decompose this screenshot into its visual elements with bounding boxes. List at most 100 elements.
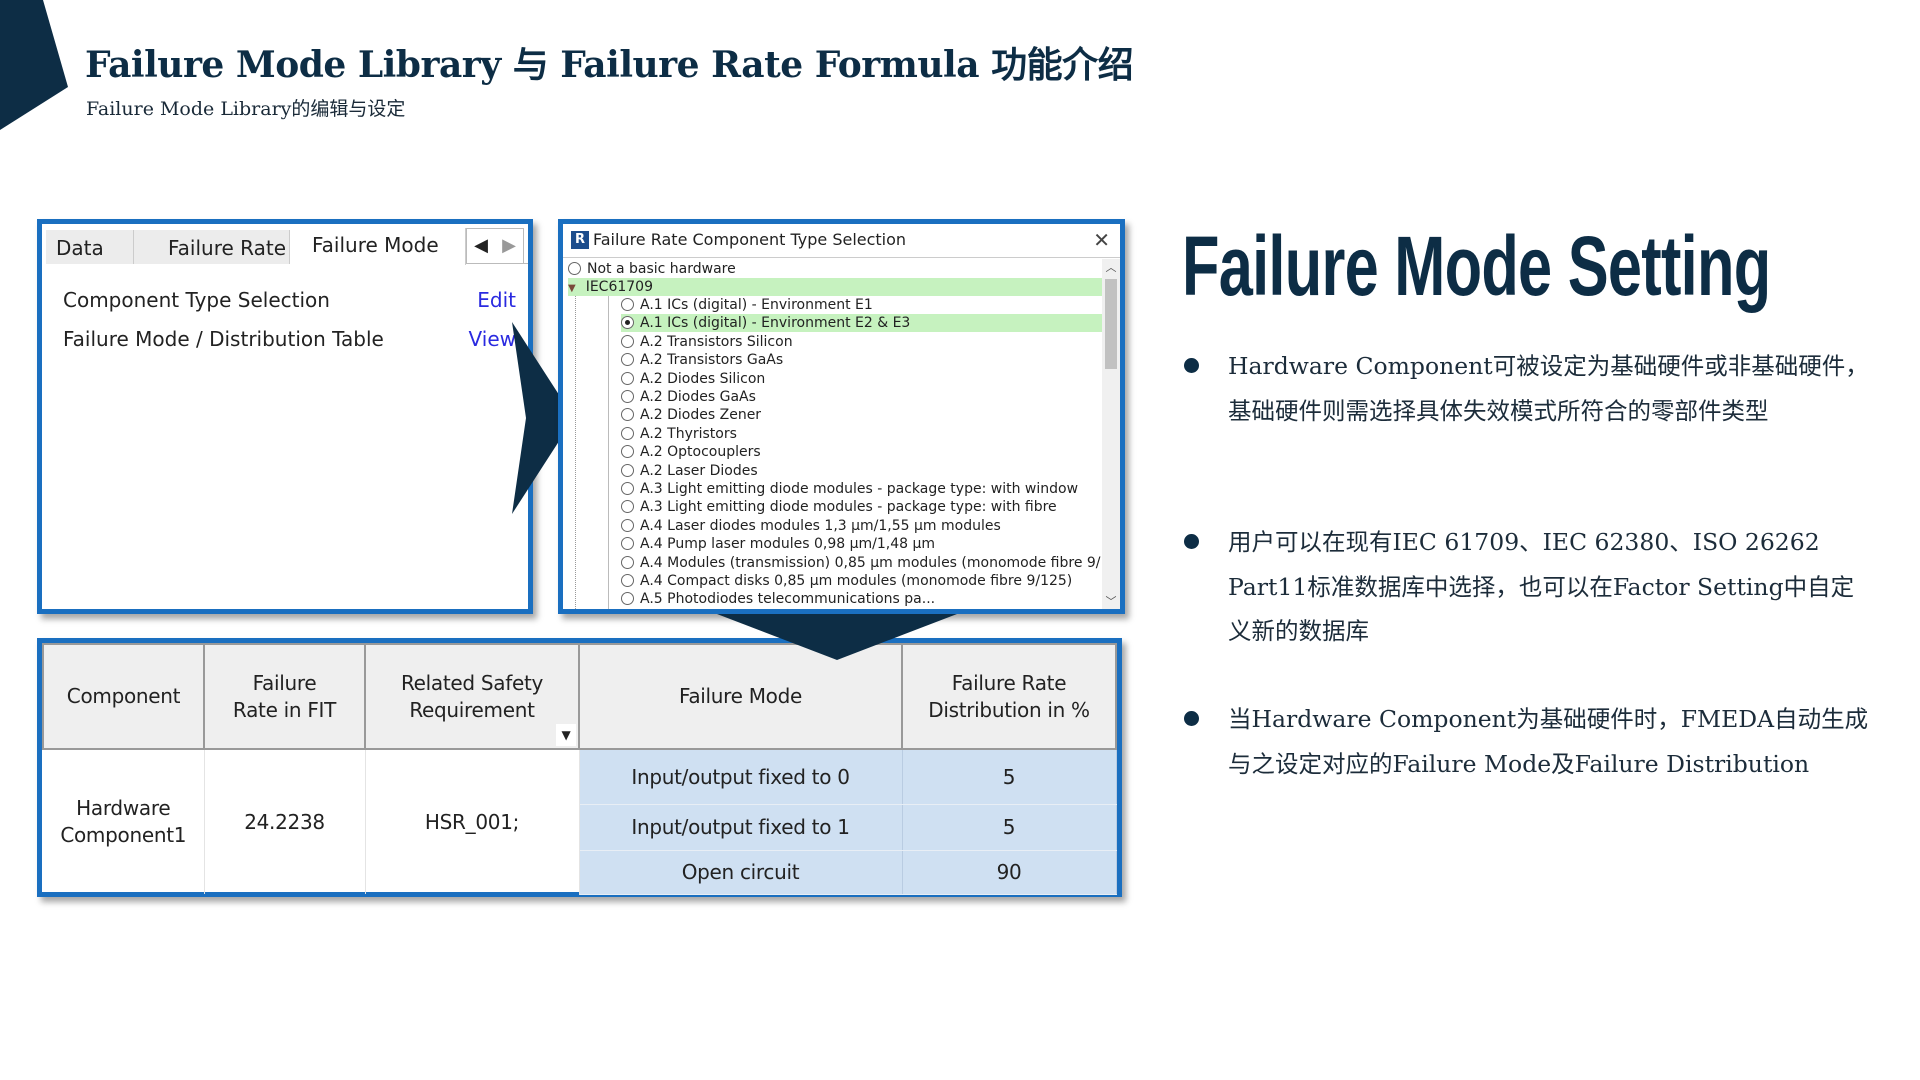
radio-icon[interactable] <box>621 371 634 385</box>
tree-item-label: A.4 Laser diodes modules 1,3 µm/1,55 µm … <box>640 517 1001 534</box>
tree-item-label: A.2 Transistors GaAs <box>640 352 784 369</box>
close-icon[interactable]: ✕ <box>1093 228 1110 252</box>
tree-item-label: A.1 ICs (digital) - Environment E1 <box>640 297 873 313</box>
tree-group-label: IEC61709 <box>585 279 653 295</box>
corner-decoration <box>0 0 68 130</box>
failure-mode-panel: Data Failure Rate Failure Mode ◀ ▶ Compo… <box>37 219 533 614</box>
cell-distribution[interactable]: 5 <box>902 804 1117 851</box>
tree-item[interactable]: A.4 Pump laser modules 0,98 µm/1,48 µm <box>621 535 935 553</box>
tree-item[interactable]: A.2 Diodes Zener <box>621 406 761 424</box>
bullet-item: Hardware Component可被设定为基础硬件或非基础硬件，基础硬件则需… <box>1184 344 1874 433</box>
radio-icon[interactable] <box>621 574 634 587</box>
bullet-text: Hardware Component可被设定为基础硬件或非基础硬件，基础硬件则需… <box>1228 352 1869 425</box>
component-type-dialog: R Failure Rate Component Type Selection … <box>558 219 1125 614</box>
header-label: Related Safety Requirement <box>400 670 544 722</box>
tree-item-label: A.2 Transistors Silicon <box>640 333 793 350</box>
tab-failure-rate[interactable]: Failure Rate <box>134 230 290 264</box>
header-safety-requirement: Related Safety Requirement ▼ <box>364 643 580 750</box>
bullet-icon <box>1184 534 1199 549</box>
tree-line <box>575 289 576 609</box>
tree-item-label: A.4 Modules (transmission) 0,85 µm modul… <box>640 554 1102 571</box>
radio-icon[interactable] <box>621 316 634 330</box>
tree-item[interactable]: A.2 Optocouplers <box>621 443 761 461</box>
tree-item-label: A.2 Optocouplers <box>640 444 761 461</box>
tree-item-not-basic[interactable]: Not a basic hardware <box>568 260 736 278</box>
distribution-table-label: Failure Mode / Distribution Table <box>63 327 384 351</box>
tab-bar: Data Failure Rate Failure Mode ◀ ▶ <box>46 228 528 265</box>
tree-item-label: A.4 Compact disks 0,85 µm modules (monom… <box>640 573 1073 589</box>
cell-failure-mode[interactable]: Input/output fixed to 0 <box>579 749 903 805</box>
component-type-tree: Not a basic hardware ▼ IEC61709 A.1 ICs (… <box>563 259 1102 609</box>
bullet-item: 当Hardware Component为基础硬件时，FMEDA自动生成与之设定对… <box>1184 697 1874 786</box>
cell-failure-rate[interactable]: 24.2238 <box>204 749 366 894</box>
tree-item[interactable]: A.1 ICs (digital) - Environment E1 <box>621 296 873 314</box>
cell-component[interactable]: Hardware Component1 <box>43 749 205 894</box>
radio-icon[interactable] <box>621 555 634 569</box>
tree-item[interactable]: A.3 Light emitting diode modules - packa… <box>621 498 1057 516</box>
tree-item-label: A.2 Diodes GaAs <box>640 389 756 405</box>
tree-line <box>608 289 609 609</box>
cell-failure-mode[interactable]: Input/output fixed to 1 <box>579 804 903 851</box>
page-title: Failure Mode Library 与 Failure Rate Form… <box>85 44 1134 86</box>
cell-failure-mode[interactable]: Open circuit <box>579 850 903 895</box>
arrow-down-icon <box>717 614 957 660</box>
header-failure-rate: Failure Rate in FIT <box>203 643 366 750</box>
radio-icon[interactable] <box>621 482 634 495</box>
scrollbar[interactable]: ︿ ﹀ <box>1102 259 1120 609</box>
radio-icon[interactable] <box>621 500 634 514</box>
radio-icon[interactable] <box>621 408 634 422</box>
expand-triangle-icon[interactable]: ▼ <box>568 283 576 294</box>
tree-item[interactable]: A.2 Laser Diodes <box>621 462 758 480</box>
tree-item-label: A.3 Light emitting diode modules - packa… <box>640 481 1079 497</box>
radio-icon[interactable] <box>621 518 634 532</box>
bullet-icon <box>1184 711 1199 726</box>
scroll-down-icon[interactable]: ﹀ <box>1105 595 1117 608</box>
scroll-up-icon[interactable]: ︿ <box>1105 261 1117 274</box>
tree-item-label: A.3 Light emitting diode modules - packa… <box>640 499 1057 516</box>
cell-distribution[interactable]: 5 <box>902 749 1117 805</box>
app-logo-icon: R <box>571 231 589 249</box>
tree-item[interactable]: A.2 Thyristors <box>621 425 737 443</box>
header-label: Component <box>66 684 181 708</box>
tab-scroll: ◀ ▶ <box>466 228 524 264</box>
tab-scroll-left-icon[interactable]: ◀ <box>474 235 488 256</box>
radio-icon[interactable] <box>621 353 634 367</box>
cell-distribution[interactable]: 90 <box>902 850 1117 895</box>
bullet-text: 当Hardware Component为基础硬件时，FMEDA自动生成与之设定对… <box>1228 705 1869 778</box>
scroll-thumb[interactable] <box>1105 279 1117 369</box>
radio-icon[interactable] <box>621 463 634 477</box>
radio-icon[interactable] <box>621 334 634 348</box>
radio-icon[interactable] <box>621 390 634 403</box>
radio-icon[interactable] <box>621 537 634 551</box>
component-type-selection-label: Component Type Selection <box>63 288 330 312</box>
filter-dropdown-icon[interactable]: ▼ <box>556 724 576 746</box>
tree-item[interactable]: A.2 Transistors GaAs <box>621 351 783 369</box>
tree-item-label: Not a basic hardware <box>587 261 736 277</box>
tree-item[interactable]: A.1 ICs (digital) - Environment E2 & E3 <box>621 314 1102 333</box>
tree-item[interactable]: A.2 Transistors Silicon <box>621 333 793 351</box>
tab-failure-mode[interactable]: Failure Mode <box>290 228 466 265</box>
tree-item[interactable]: A.2 Diodes Silicon <box>621 370 765 388</box>
tree-group-iec61709[interactable]: ▼ IEC61709 <box>568 278 1102 296</box>
tree-item-label: A.2 Thyristors <box>640 425 737 442</box>
tree-item[interactable]: A.2 Diodes GaAs <box>621 388 756 406</box>
tree-item[interactable]: A.4 Compact disks 0,85 µm modules (monom… <box>621 572 1072 590</box>
tree-item[interactable]: A.3 Light emitting diode modules - packa… <box>621 480 1078 498</box>
tab-data[interactable]: Data <box>46 230 134 264</box>
edit-link[interactable]: Edit <box>477 288 516 312</box>
radio-icon[interactable] <box>568 262 581 275</box>
tree-item[interactable]: A.5 Photodiodes telecommunications pa... <box>621 590 935 608</box>
radio-icon[interactable] <box>621 445 634 459</box>
tree-item-label: A.2 Laser Diodes <box>640 462 758 479</box>
radio-icon[interactable] <box>621 298 634 311</box>
radio-icon[interactable] <box>621 426 634 440</box>
table-row: Input/output fixed to 1 5 <box>43 804 1117 851</box>
radio-icon[interactable] <box>621 592 634 606</box>
tree-item[interactable]: A.4 Modules (transmission) 0,85 µm modul… <box>621 554 1102 572</box>
cell-requirement[interactable]: HSR_001; <box>365 749 580 894</box>
view-link[interactable]: View <box>468 327 516 351</box>
section-heading: Failure Mode Setting <box>1182 219 1771 313</box>
tab-scroll-right-icon[interactable]: ▶ <box>502 235 516 256</box>
tree-item[interactable]: A.4 Laser diodes modules 1,3 µm/1,55 µm … <box>621 517 1001 535</box>
dialog-title: Failure Rate Component Type Selection <box>593 230 907 249</box>
